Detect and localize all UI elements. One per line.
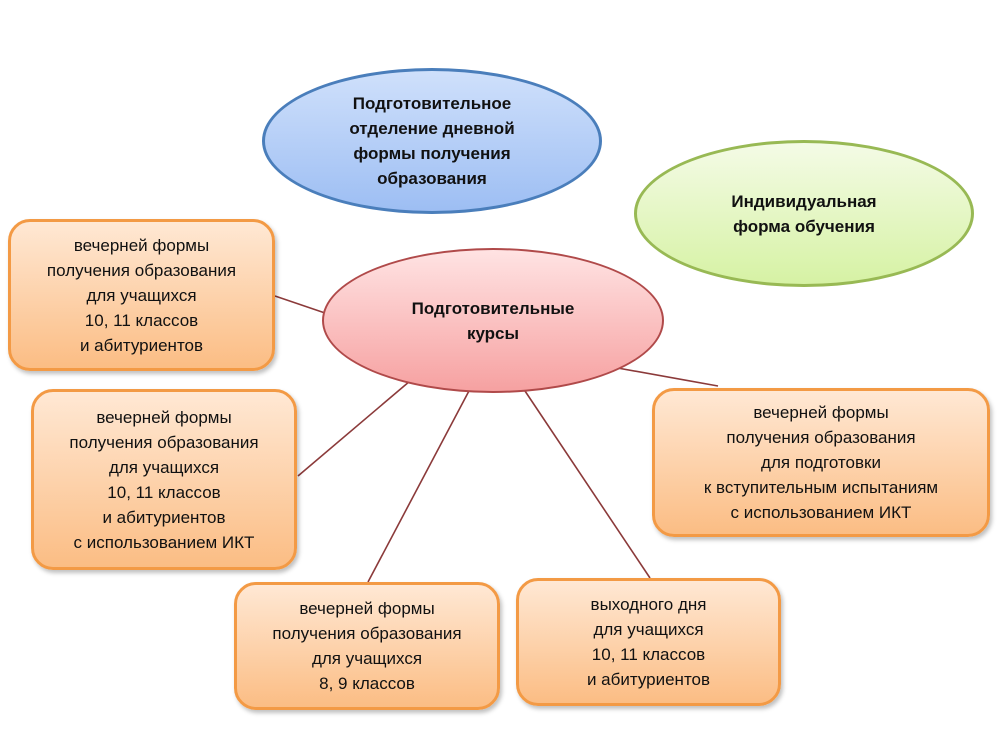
evening-10-11-ict-node: вечерней формы получения образования для… — [31, 389, 297, 570]
connector-evening-8-9 — [367, 388, 471, 583]
weekend-node: выходного дня для учащихся 10, 11 классо… — [516, 578, 781, 706]
connector-evening-10-11-ict — [297, 380, 411, 477]
evening-8-9-node: вечерней формы получения образования для… — [234, 582, 500, 710]
connector-evening-10-11 — [274, 295, 326, 314]
preparatory-courses-node: Подготовительные курсы — [322, 248, 664, 393]
individual-form-node: Индивидуальная форма обучения — [634, 140, 974, 287]
evening-exams-ict-node: вечерней формы получения образования для… — [652, 388, 990, 537]
connector-weekend — [522, 387, 651, 579]
evening-10-11-node: вечерней формы получения образования для… — [8, 219, 275, 371]
day-department-node: Подготовительное отделение дневной формы… — [262, 68, 602, 214]
connector-evening-exams — [611, 366, 719, 387]
